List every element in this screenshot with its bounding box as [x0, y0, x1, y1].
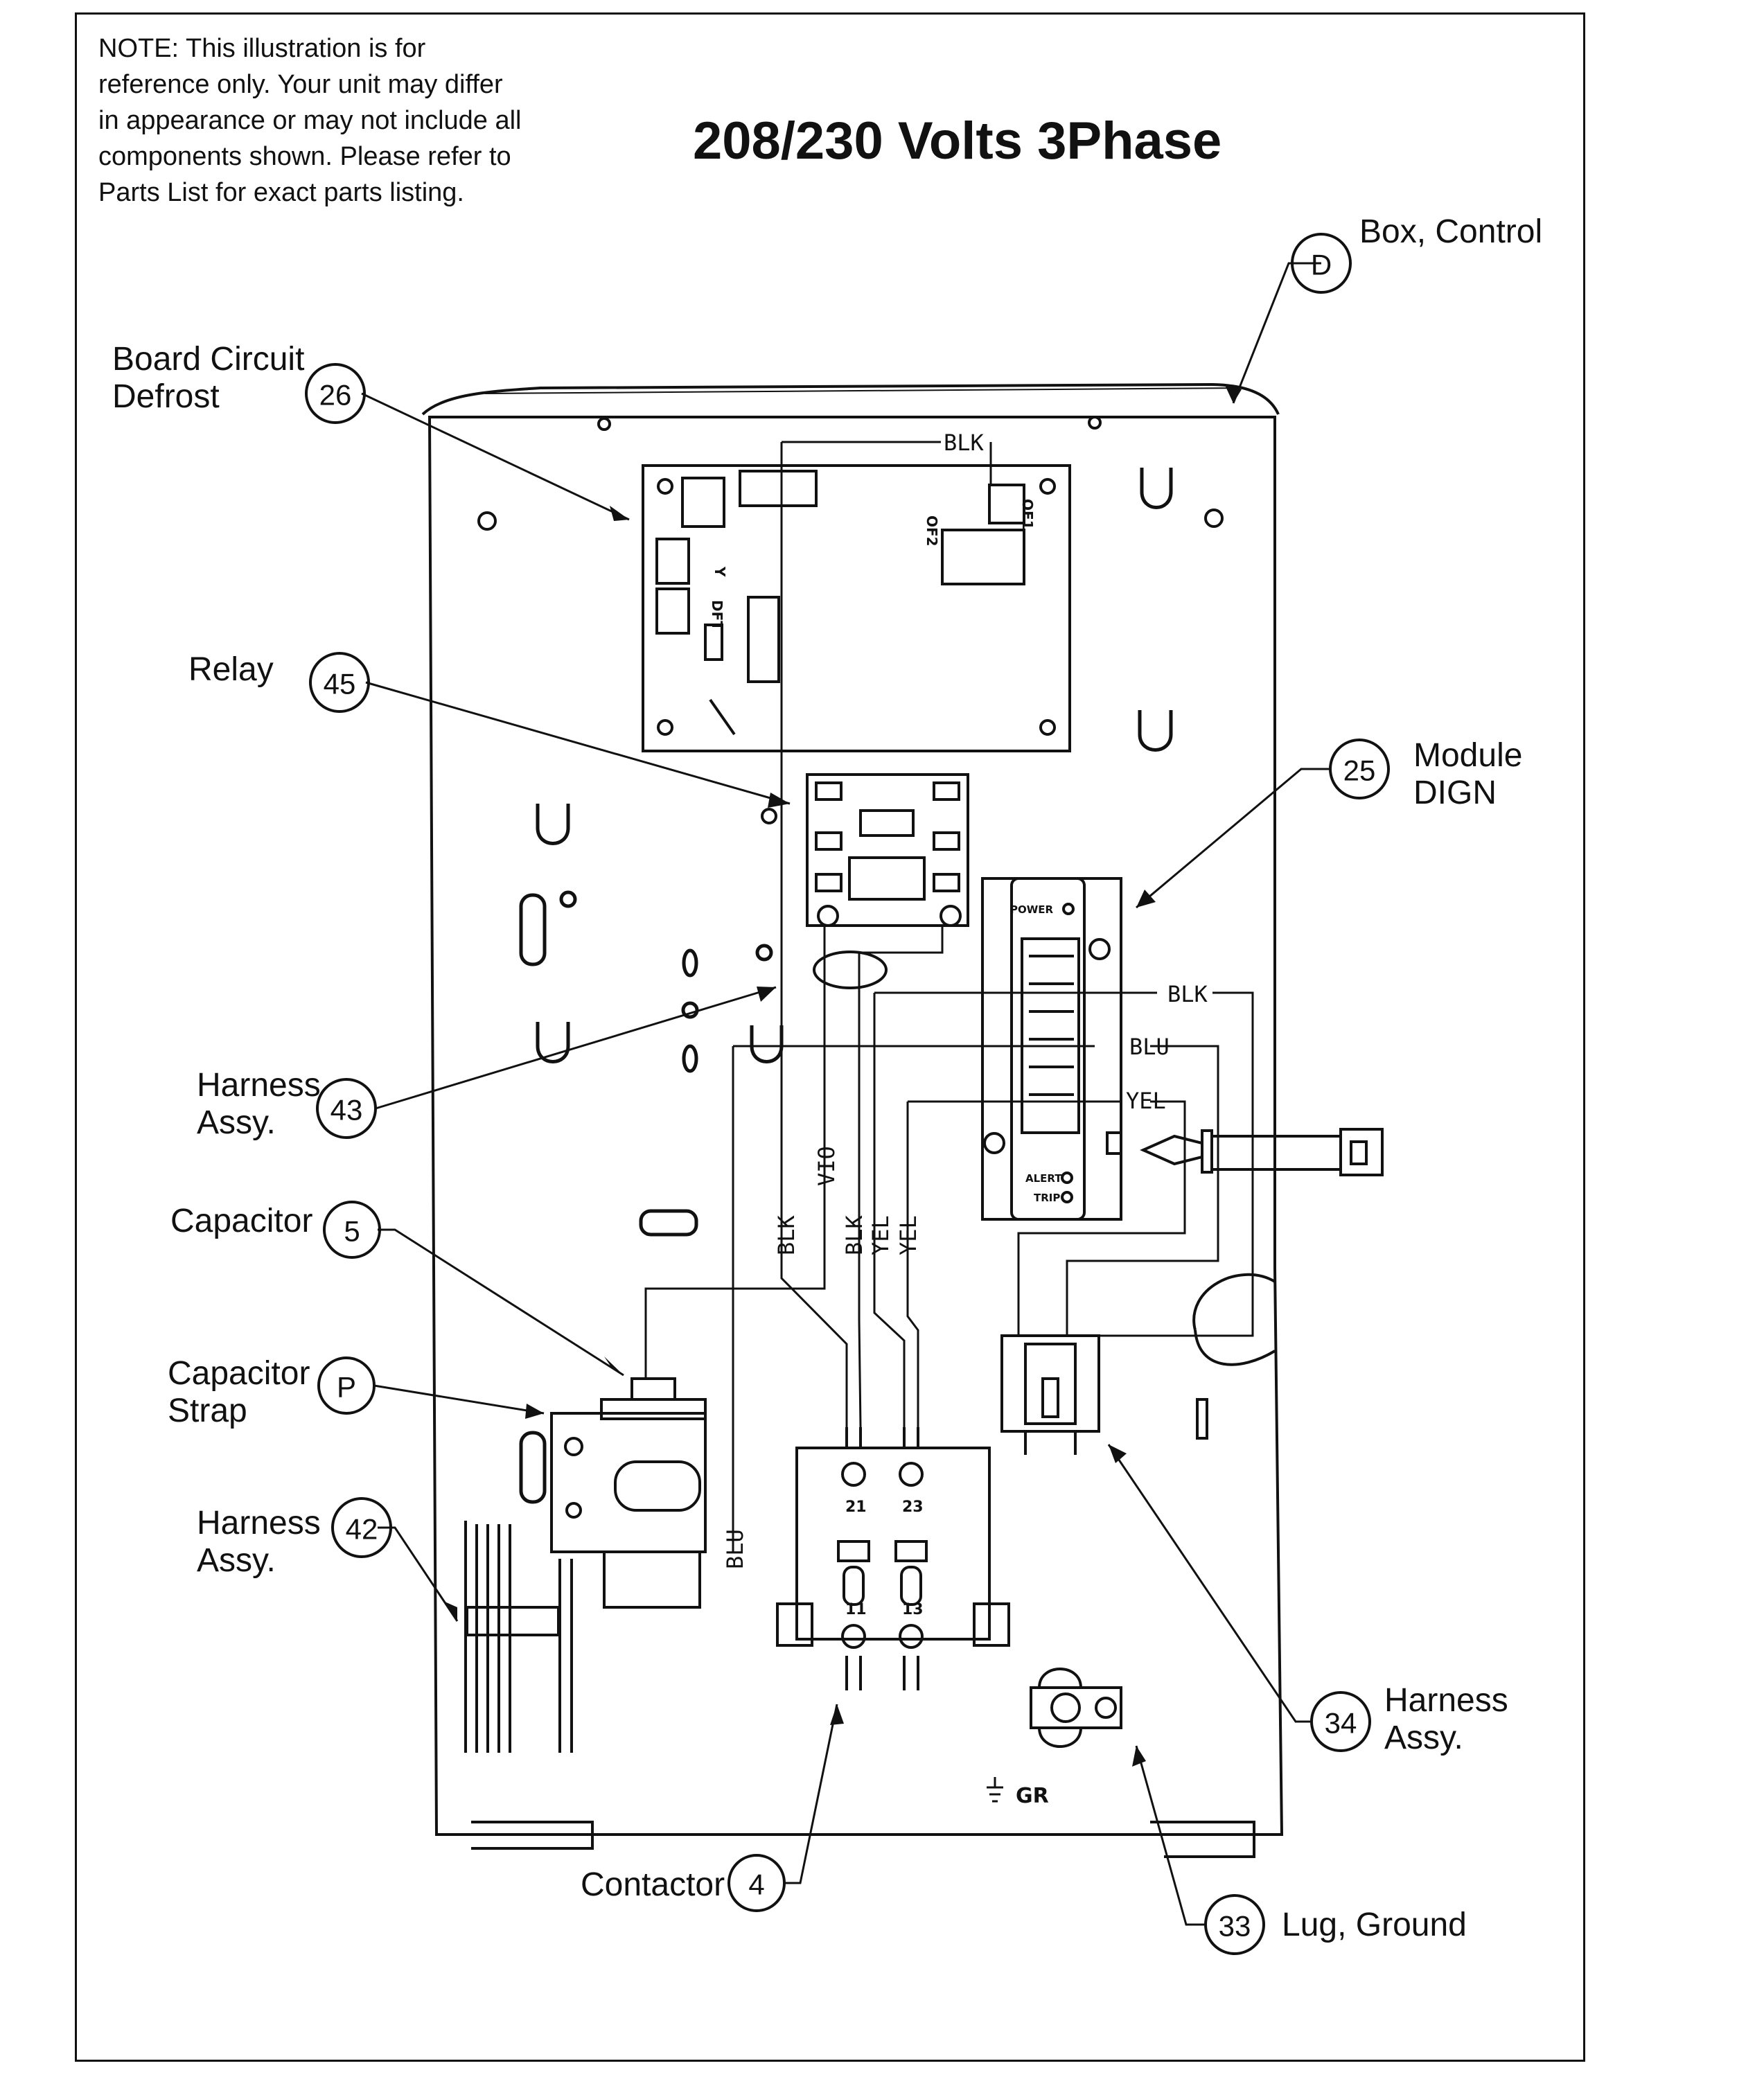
- label-harness-42-line1: Harness: [197, 1505, 321, 1541]
- board-label-of1: OF1: [1019, 499, 1036, 530]
- callout-circle-25: [1329, 739, 1390, 799]
- module-label-power: POWER: [1010, 903, 1054, 916]
- wire-label-blu-left: BLU: [722, 1529, 748, 1569]
- wire-label-blk-a: BLK: [773, 1214, 800, 1255]
- callout-num-4: 4: [748, 1868, 764, 1901]
- callout-num-26: 26: [319, 379, 352, 412]
- wire-label-blk-module: BLK: [1167, 981, 1208, 1007]
- callout-num-45: 45: [324, 668, 356, 700]
- contactor-label-21: 21: [845, 1499, 867, 1516]
- callout-num-P: P: [337, 1371, 356, 1404]
- label-harness-42-line2: Assy.: [197, 1542, 276, 1579]
- label-module-line1: Module: [1413, 737, 1523, 774]
- label-capacitor-strap-line1: Capacitor: [168, 1355, 310, 1392]
- label-lug-ground-line1: Lug, Ground: [1282, 1907, 1467, 1943]
- mounting-tabs: [519, 468, 1173, 1504]
- callout-circle-33: [1204, 1894, 1265, 1955]
- label-harness-42: Harness Assy.: [197, 1505, 321, 1580]
- label-module-line2: DIGN: [1413, 775, 1497, 811]
- leader-lines: [361, 262, 1332, 1926]
- callout-num-25: 25: [1343, 754, 1376, 787]
- diagram-title: 208/230 Volts 3Phase: [693, 112, 1222, 170]
- callout-circle-26: [305, 363, 366, 424]
- wire-label-yel-a: YEL: [867, 1215, 894, 1255]
- defrost-circuit-board: [642, 464, 1071, 752]
- contactor-label-13: 13: [902, 1601, 924, 1618]
- label-contactor-line1: Contactor: [581, 1866, 725, 1903]
- diagnostic-module: [981, 877, 1122, 1221]
- module-label-trip: TRIP: [1034, 1192, 1060, 1204]
- board-label-of2: OF2: [924, 515, 940, 547]
- module-label-alert: ALERT: [1025, 1172, 1062, 1185]
- label-harness-34-line2: Assy.: [1384, 1720, 1463, 1756]
- harness-42: [464, 1521, 573, 1753]
- label-capacitor-line1: Capacitor: [170, 1203, 313, 1239]
- leader-arrows: [445, 385, 1242, 1767]
- ground-symbol-label: GR: [1016, 1784, 1049, 1808]
- drawing-frame: [75, 12, 1585, 2062]
- label-board-circuit-line1: Board Circuit: [112, 341, 305, 378]
- callout-num-33: 33: [1219, 1910, 1251, 1943]
- label-board-circuit: Board Circuit Defrost: [112, 341, 304, 416]
- wire-label-blu-module: BLU: [1129, 1034, 1170, 1060]
- label-box-control: Box, Control: [1359, 213, 1542, 251]
- label-capacitor-strap: Capacitor Strap: [168, 1355, 310, 1430]
- wire-runs: [644, 441, 1254, 1552]
- callout-circle-5: [323, 1201, 381, 1259]
- relay: [761, 773, 969, 989]
- label-contactor: Contactor: [581, 1866, 725, 1904]
- callout-num-42: 42: [346, 1513, 378, 1546]
- reference-note: NOTE: This illustration is for reference…: [98, 34, 522, 207]
- board-label-y: Y: [712, 566, 728, 577]
- wire-label-blk-top: BLK: [944, 430, 985, 456]
- contactor-label-23: 23: [902, 1499, 924, 1516]
- control-box: [421, 382, 1284, 1858]
- contactor-label-11: 11: [845, 1601, 867, 1618]
- wire-label-blk-b: BLK: [841, 1214, 867, 1255]
- label-relay: Relay: [188, 651, 274, 689]
- callout-circles: [305, 233, 1390, 1955]
- callout-circle-34: [1310, 1691, 1371, 1752]
- callout-num-43: 43: [330, 1094, 363, 1126]
- label-lug-ground: Lug, Ground: [1282, 1907, 1467, 1944]
- label-harness-34-line1: Harness: [1384, 1682, 1508, 1719]
- callout-circle-P: [317, 1356, 376, 1415]
- label-harness-43: Harness Assy.: [197, 1067, 321, 1142]
- wire-label-vio: VIO: [813, 1146, 840, 1186]
- label-box-control-line1: Box, Control: [1359, 213, 1543, 250]
- callout-circle-4: [727, 1854, 786, 1912]
- harness-34-connector: [1000, 1334, 1100, 1455]
- ground-lug: [987, 1668, 1122, 1803]
- callout-num-34: 34: [1325, 1707, 1357, 1740]
- callout-circle-43: [316, 1078, 377, 1139]
- label-relay-line1: Relay: [188, 651, 274, 688]
- callout-num-5: 5: [344, 1215, 360, 1248]
- callout-num-D: D: [1311, 249, 1332, 281]
- wire-label-yel-module: YEL: [1126, 1088, 1166, 1114]
- label-harness-43-line2: Assy.: [197, 1104, 276, 1141]
- wire-label-yel-b: YEL: [895, 1215, 921, 1255]
- capacitor: [550, 1377, 707, 1609]
- label-harness-34: Harness Assy.: [1384, 1682, 1508, 1757]
- callout-circle-45: [309, 652, 370, 713]
- label-capacitor-strap-line2: Strap: [168, 1393, 247, 1429]
- contactor: [776, 1427, 1010, 1690]
- callout-circle-D: [1291, 233, 1352, 294]
- board-label-dft: DFT: [709, 600, 725, 630]
- label-harness-43-line1: Harness: [197, 1067, 321, 1104]
- label-board-circuit-line2: Defrost: [112, 378, 220, 415]
- label-capacitor: Capacitor: [170, 1203, 312, 1240]
- temperature-sensor: [1140, 1128, 1384, 1176]
- callout-circle-42: [331, 1497, 392, 1558]
- label-module: Module DIGN: [1413, 737, 1522, 812]
